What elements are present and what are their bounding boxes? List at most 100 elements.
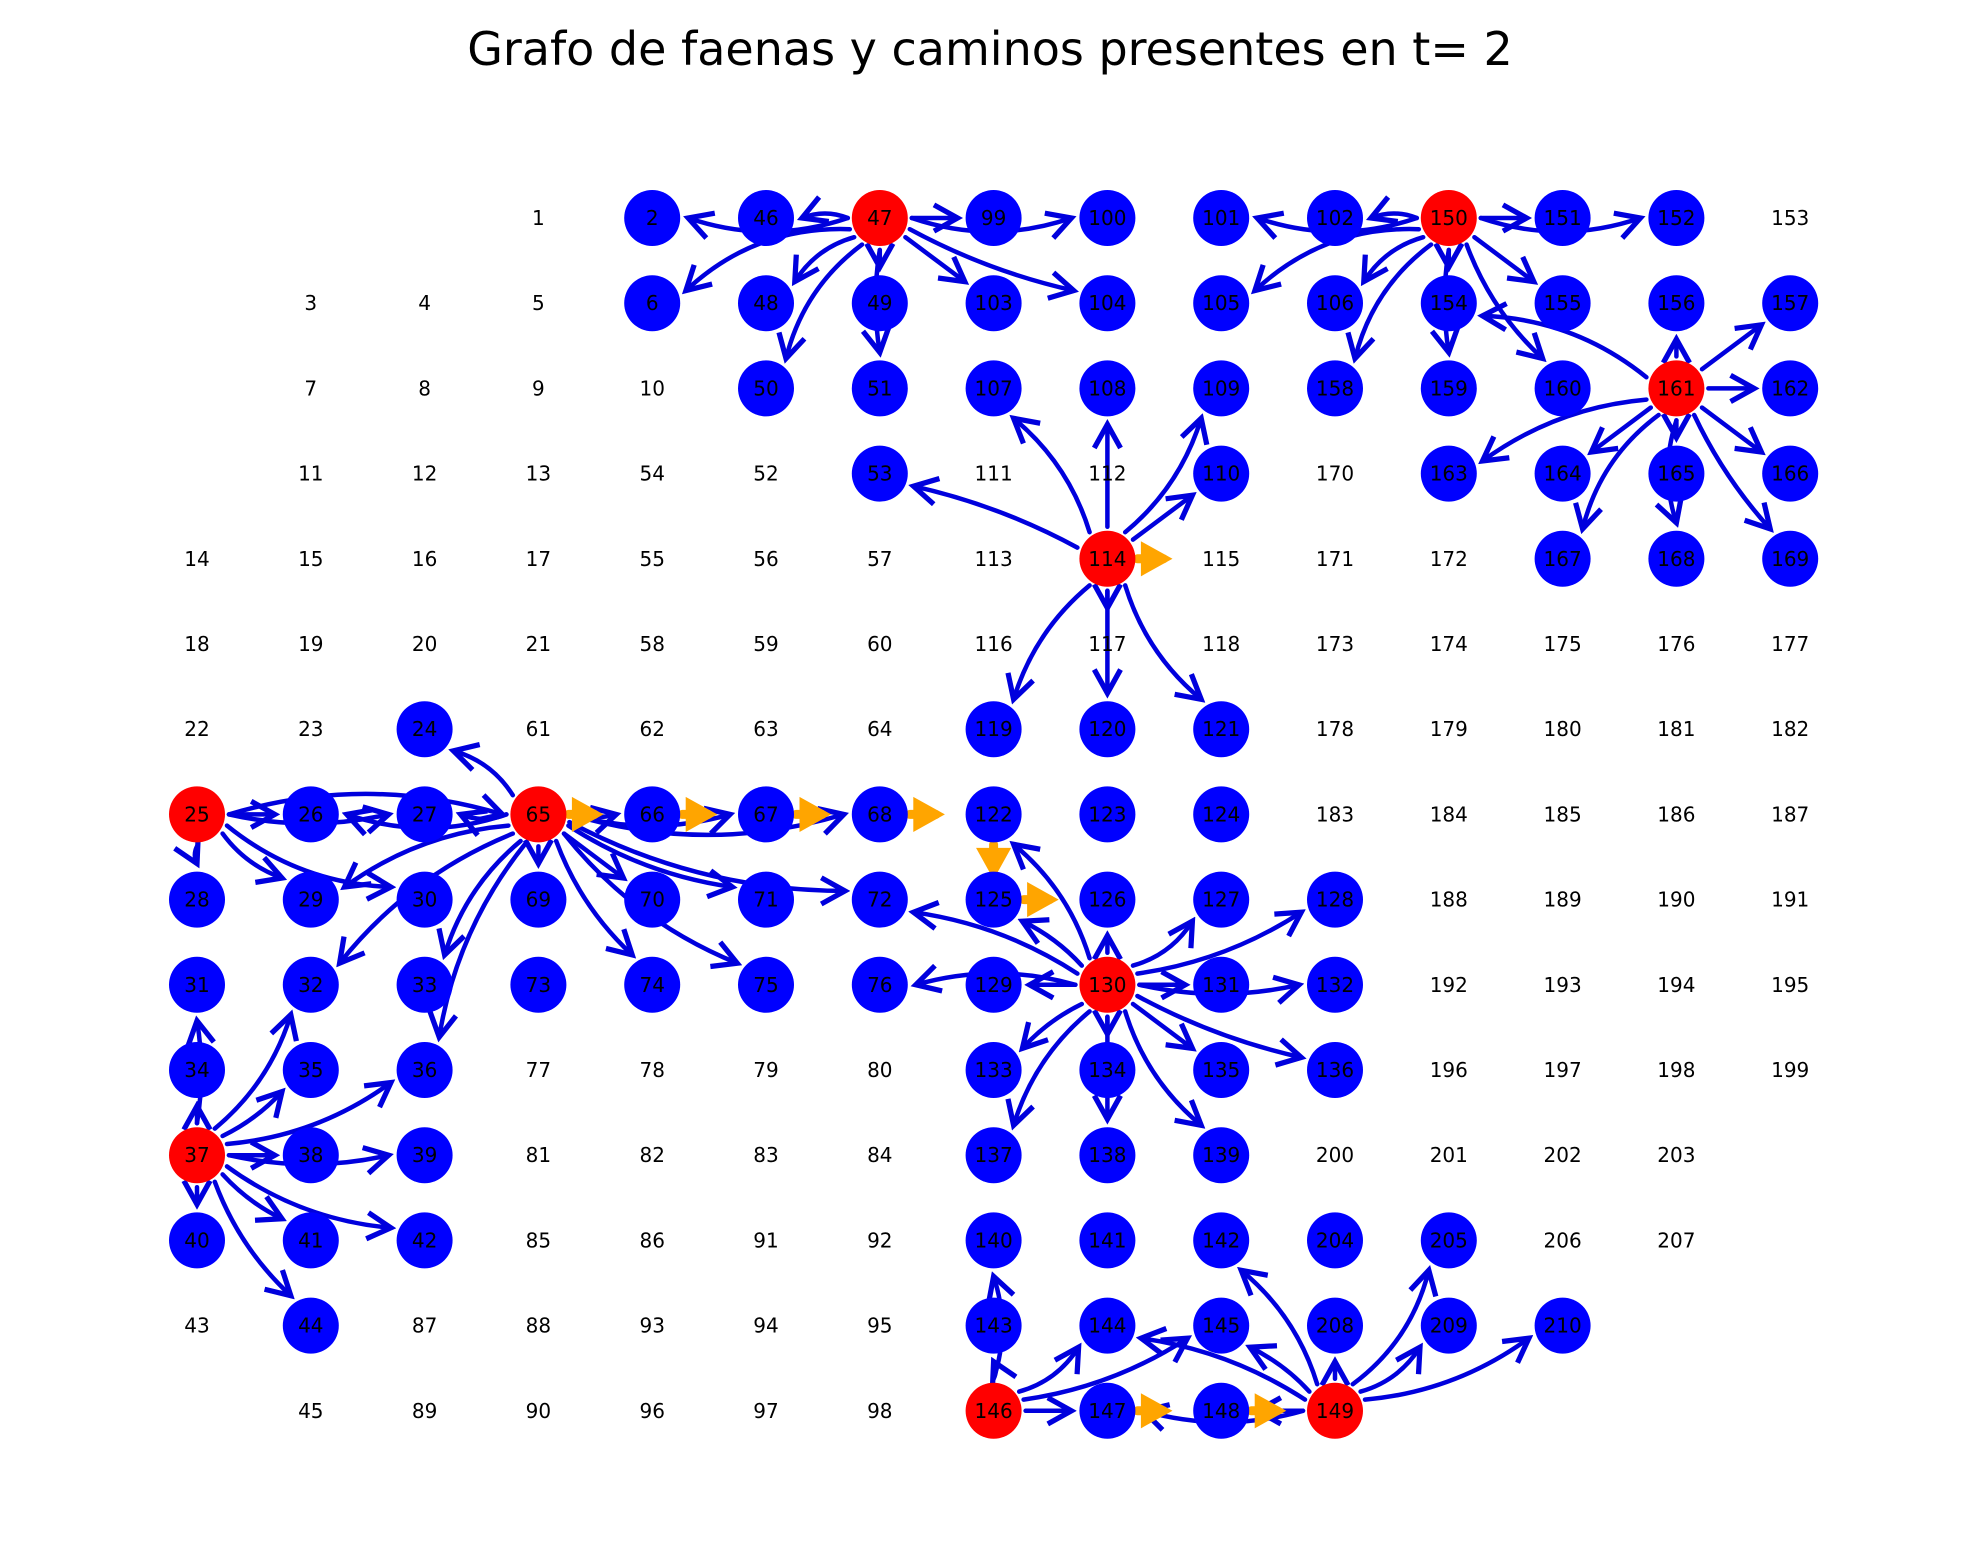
node-label: 51 — [867, 376, 892, 400]
faena-node-circle — [1307, 1382, 1363, 1439]
node-144: 144 — [1079, 1297, 1136, 1354]
node-91: 91 — [753, 1228, 778, 1252]
node-190: 190 — [1657, 888, 1695, 912]
edge-161-163 — [1483, 397, 1649, 461]
edge-150-158 — [1355, 242, 1434, 359]
node-label: 122 — [975, 802, 1013, 826]
node-circle — [1762, 275, 1819, 332]
faena-node-circle — [510, 786, 567, 843]
node-74: 74 — [624, 956, 681, 1013]
node-label: 60 — [867, 632, 892, 656]
node-77: 77 — [526, 1058, 551, 1082]
node-181: 181 — [1657, 717, 1695, 741]
edge-149-205 — [1350, 1270, 1429, 1387]
node-70: 70 — [624, 871, 681, 928]
node-circle — [282, 1042, 339, 1098]
node-label: 72 — [867, 888, 892, 912]
node-circle — [738, 956, 794, 1013]
node-label: 80 — [867, 1058, 892, 1082]
node-label: 87 — [412, 1314, 437, 1338]
node-label: 142 — [1202, 1228, 1240, 1252]
node-165: 165 — [1648, 445, 1705, 502]
node-label: 199 — [1771, 1058, 1809, 1082]
edge-37-41 — [220, 1172, 282, 1218]
node-circle — [396, 1212, 453, 1269]
node-label: 159 — [1430, 376, 1468, 400]
node-105: 105 — [1193, 275, 1250, 332]
node-label: 1 — [532, 206, 545, 230]
node-circle — [1193, 1127, 1250, 1184]
node-label: 54 — [639, 462, 664, 486]
node-label: 20 — [412, 632, 437, 656]
node-label: 73 — [526, 973, 551, 997]
node-circle — [169, 956, 225, 1013]
node-label: 183 — [1316, 802, 1354, 826]
node-label: 85 — [526, 1228, 551, 1252]
node-19: 19 — [298, 632, 323, 656]
node-label: 172 — [1430, 547, 1468, 571]
node-7: 7 — [304, 376, 317, 400]
node-circle — [1079, 1212, 1136, 1269]
node-140: 140 — [965, 1212, 1022, 1269]
node-label: 128 — [1316, 888, 1354, 912]
node-163: 163 — [1420, 445, 1477, 502]
node-label: 174 — [1430, 632, 1468, 656]
node-37: 37 — [169, 1127, 225, 1184]
node-206: 206 — [1544, 1228, 1582, 1252]
node-label: 4 — [418, 291, 431, 315]
node-65: 65 — [510, 786, 567, 843]
node-145: 145 — [1193, 1297, 1250, 1354]
node-63: 63 — [753, 717, 778, 741]
edge-130-133 — [1022, 1001, 1085, 1048]
node-circle — [1079, 190, 1136, 246]
edge-161-169 — [1691, 412, 1770, 529]
node-label: 5 — [532, 291, 545, 315]
node-127: 127 — [1193, 871, 1250, 928]
edge-25-29 — [220, 831, 282, 878]
node-24: 24 — [396, 701, 453, 758]
node-label: 55 — [639, 547, 664, 571]
node-label: 144 — [1088, 1314, 1126, 1338]
node-label: 21 — [526, 632, 551, 656]
node-label: 201 — [1430, 1143, 1468, 1167]
edge-130-135 — [1130, 1001, 1192, 1048]
node-label: 152 — [1657, 206, 1695, 230]
node-circle — [510, 871, 567, 928]
node-85: 85 — [526, 1228, 551, 1252]
node-label: 162 — [1771, 376, 1809, 400]
node-label: 9 — [532, 376, 545, 400]
node-label: 124 — [1202, 802, 1240, 826]
node-label: 205 — [1430, 1228, 1468, 1252]
node-circle — [1648, 530, 1705, 587]
node-label: 130 — [1088, 973, 1126, 997]
node-circle — [965, 1127, 1022, 1184]
node-circle — [738, 275, 794, 332]
node-label: 179 — [1430, 717, 1468, 741]
node-label: 71 — [753, 888, 778, 912]
node-93: 93 — [639, 1314, 664, 1338]
node-circle — [1079, 871, 1136, 928]
node-label: 78 — [639, 1058, 664, 1082]
node-102: 102 — [1307, 190, 1363, 246]
node-circle — [624, 956, 681, 1013]
node-label: 95 — [867, 1314, 892, 1338]
node-46: 46 — [738, 190, 794, 246]
node-label: 89 — [412, 1399, 437, 1423]
node-208: 208 — [1307, 1297, 1363, 1354]
node-label: 83 — [753, 1143, 778, 1167]
node-circle — [965, 701, 1022, 758]
edge-149-145 — [1250, 1347, 1312, 1394]
node-circle — [965, 1297, 1022, 1354]
node-circle — [282, 1297, 339, 1354]
node-label: 210 — [1544, 1314, 1582, 1338]
node-158: 158 — [1307, 360, 1363, 417]
node-label: 165 — [1657, 462, 1695, 486]
edge-149-209 — [1358, 1347, 1420, 1394]
node-2: 2 — [624, 190, 681, 246]
node-56: 56 — [753, 547, 778, 571]
node-134: 134 — [1079, 1042, 1136, 1098]
node-48: 48 — [738, 275, 794, 332]
node-label: 169 — [1771, 547, 1809, 571]
node-108: 108 — [1079, 360, 1136, 417]
node-label: 27 — [412, 802, 437, 826]
